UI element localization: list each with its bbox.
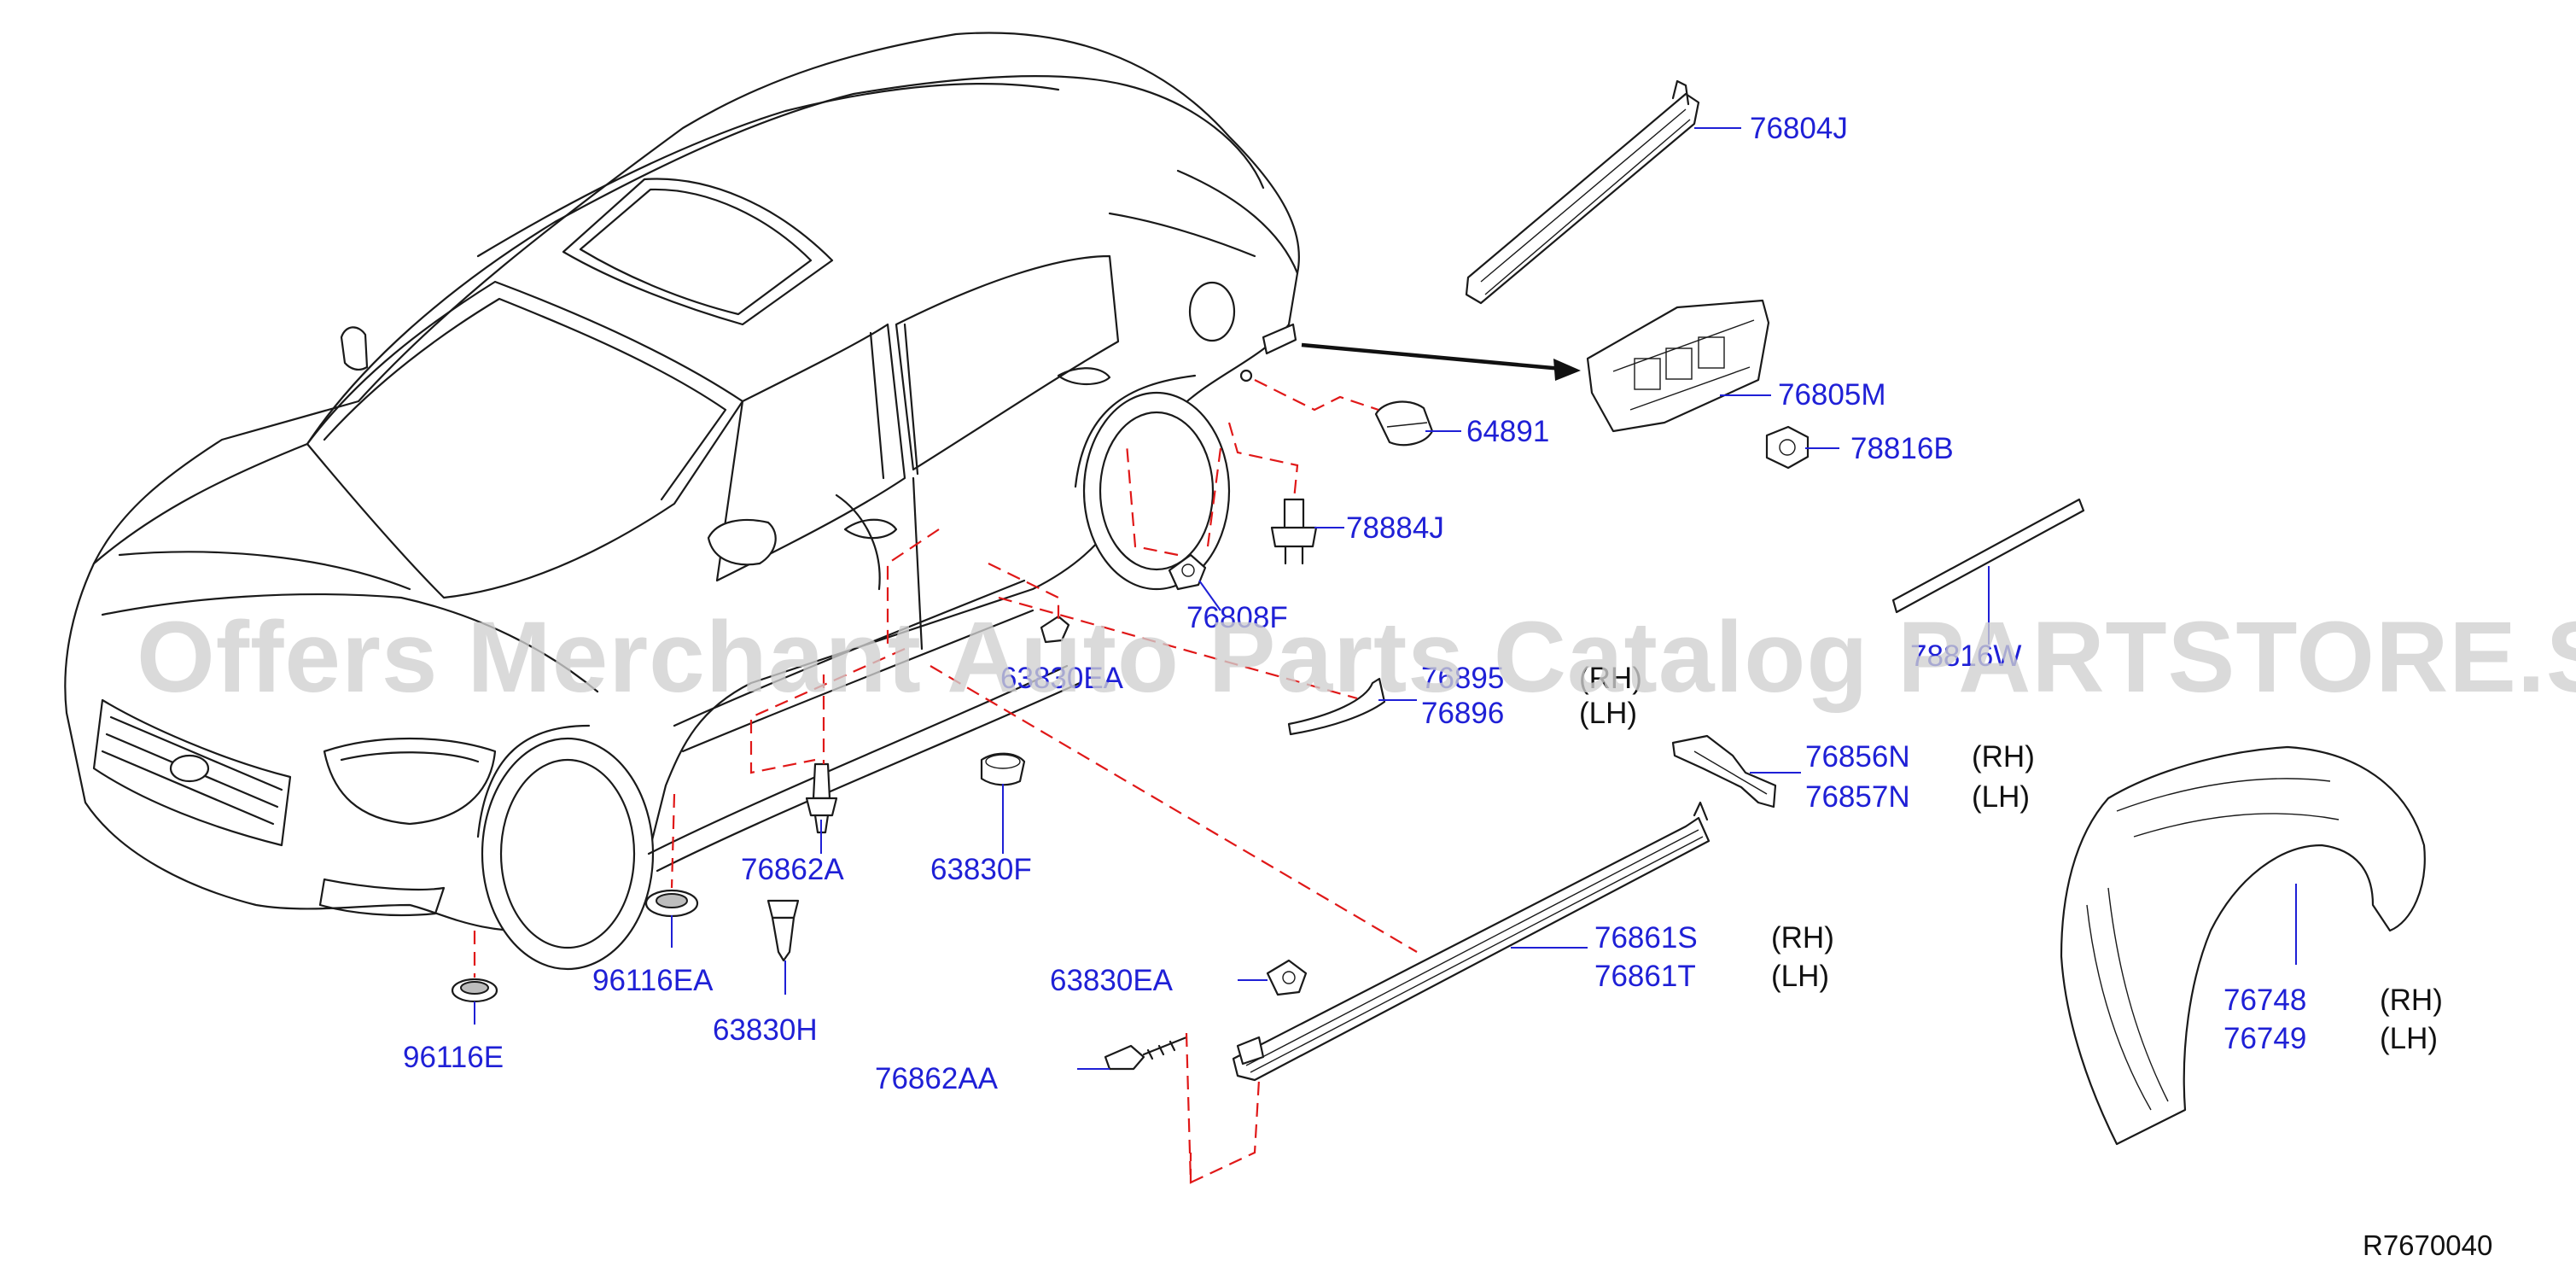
part-76856n-drawing bbox=[1671, 734, 1777, 809]
part-63830ea-lower-label[interactable]: 63830EA bbox=[1050, 964, 1174, 997]
part-63830ea-lower-drawing bbox=[1266, 959, 1308, 996]
part-96116e-drawing bbox=[451, 978, 498, 1003]
part-63830ea-upper-drawing bbox=[1040, 615, 1070, 644]
part-63830h-label[interactable]: 63830H bbox=[713, 1013, 818, 1047]
part-76895-side: (RH) bbox=[1579, 662, 1642, 695]
part-78816w-label[interactable]: 78816W bbox=[1910, 639, 2021, 673]
part-76748-label[interactable]: 76748 bbox=[2223, 984, 2306, 1017]
part-96116e-label[interactable]: 96116E bbox=[403, 1041, 504, 1074]
part-76808f-drawing bbox=[1168, 553, 1207, 591]
part-76861t-label[interactable]: 76861T bbox=[1594, 960, 1696, 993]
part-76805m-drawing bbox=[1586, 299, 1770, 433]
leader-lines bbox=[474, 127, 2297, 1070]
part-76808f-label[interactable]: 76808F bbox=[1186, 601, 1288, 634]
part-76862a-drawing bbox=[805, 762, 838, 834]
part-64891-label[interactable]: 64891 bbox=[1466, 415, 1549, 448]
diagram-reference: R7670040 bbox=[2363, 1229, 2492, 1261]
part-78816w-drawing bbox=[1891, 498, 2085, 614]
part-76862aa-drawing bbox=[1104, 1036, 1188, 1071]
part-78884j-drawing bbox=[1270, 498, 1318, 565]
part-76862a-label[interactable]: 76862A bbox=[741, 853, 844, 886]
part-76896-label[interactable]: 76896 bbox=[1421, 697, 1504, 730]
part-96116ea-label[interactable]: 96116EA bbox=[592, 964, 714, 997]
part-76895-drawing bbox=[1287, 677, 1386, 736]
part-76862aa-label[interactable]: 76862AA bbox=[875, 1062, 999, 1095]
part-76861s-drawing bbox=[1232, 801, 1711, 1082]
part-76857n-side: (LH) bbox=[1972, 780, 2030, 814]
part-76805m-label[interactable]: 76805M bbox=[1778, 378, 1885, 412]
part-76748-side: (RH) bbox=[2380, 984, 2443, 1017]
part-76804j-label[interactable]: 76804J bbox=[1750, 112, 1848, 145]
part-64891-drawing bbox=[1374, 400, 1434, 447]
part-76861s-side: (RH) bbox=[1771, 921, 1834, 955]
part-76748-drawing bbox=[2060, 745, 2426, 1146]
part-63830f-label[interactable]: 63830F bbox=[930, 853, 1032, 886]
part-76895-label[interactable]: 76895 bbox=[1421, 662, 1504, 695]
arrow-to-76805m bbox=[1301, 342, 1581, 381]
part-76856n-side: (RH) bbox=[1972, 740, 2035, 774]
part-63830h-drawing bbox=[766, 899, 800, 962]
part-76857n-label[interactable]: 76857N bbox=[1805, 780, 1910, 814]
part-76861t-side: (LH) bbox=[1771, 960, 1829, 993]
part-78816b-drawing bbox=[1765, 425, 1810, 470]
part-96116ea-drawing bbox=[644, 889, 699, 918]
part-78816b-label[interactable]: 78816B bbox=[1850, 432, 1954, 465]
part-76749-side: (LH) bbox=[2380, 1022, 2438, 1055]
part-76749-label[interactable]: 76749 bbox=[2223, 1022, 2306, 1055]
part-76861s-label[interactable]: 76861S bbox=[1594, 921, 1698, 955]
part-63830f-drawing bbox=[980, 752, 1026, 786]
part-76856n-label[interactable]: 76856N bbox=[1805, 740, 1910, 774]
part-76896-side: (LH) bbox=[1579, 697, 1637, 730]
sedan-illustration bbox=[64, 32, 1300, 971]
callout-dash-lines bbox=[473, 379, 1418, 1184]
part-76804j-drawing bbox=[1465, 79, 1700, 305]
part-63830ea-upper-label[interactable]: 63830EA bbox=[1000, 662, 1124, 695]
part-78884j-label[interactable]: 78884J bbox=[1346, 511, 1444, 545]
watermark: Offers Merchant Auto Parts Catalog PARTS… bbox=[137, 601, 2576, 714]
